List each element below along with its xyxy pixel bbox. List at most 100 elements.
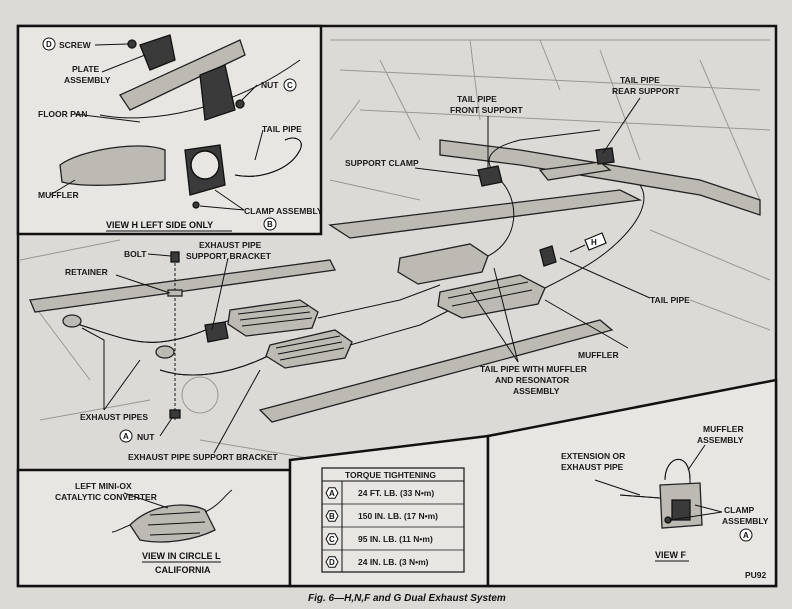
label-support-clamp: SUPPORT CLAMP [345, 158, 419, 168]
screw-code: D [46, 40, 52, 49]
torque-rows: A 24 FT. LB. (33 N•m) B 150 IN. LB. (17 N•m… [325, 487, 438, 568]
view-h-labels: D SCREW PLATE ASSEMBLY NUT C FLOOR PAN T… [38, 37, 323, 232]
view-l-subcaption: CALIFORNIA [155, 565, 211, 575]
label-tail-pipe-rear-support-1: TAIL PIPE [620, 75, 660, 85]
torque-row-code: C [329, 535, 335, 544]
torque-table: TORQUE TIGHTENING [288, 434, 490, 588]
rear-support-bracket [595, 147, 615, 165]
label-view-l-1: LEFT MINI-OX [75, 481, 132, 491]
torque-row-code: D [329, 558, 335, 567]
frame-rail-lower [258, 319, 614, 423]
view-f-clamp [671, 499, 691, 521]
nut-c [235, 99, 245, 109]
label-clamp-assembly-h: CLAMP ASSEMBLY [244, 206, 323, 216]
view-f-labels: EXTENSION OR EXHAUST PIPE MUFFLER ASSEMB… [561, 424, 769, 580]
nut-a [169, 409, 181, 419]
rear-crossmember [439, 139, 761, 216]
label-retainer: RETAINER [65, 267, 108, 277]
view-f-clamp-code: A [743, 531, 749, 540]
torque-row-value: 24 FT. LB. (33 N•m) [358, 488, 434, 498]
front-support-bracket [477, 165, 503, 187]
view-l-inset [16, 468, 292, 588]
torque-row-value: 95 IN. LB. (11 N•m) [358, 534, 433, 544]
screw-code-circle [42, 37, 56, 51]
torque-title: TORQUE TIGHTENING [345, 470, 436, 480]
clamp-nut [192, 201, 200, 209]
exhaust-flange-left [62, 314, 82, 328]
label-extension-1: EXTENSION OR [561, 451, 625, 461]
label-tail-pipe-muffler-2: AND RESONATOR [495, 375, 569, 385]
label-exhaust-pipe-support-bracket-1: EXHAUST PIPE [199, 240, 262, 250]
label-muffler-assembly-2: ASSEMBLY [697, 435, 744, 445]
label-plate-assembly-2: ASSEMBLY [64, 75, 111, 85]
frame-rail-upper [328, 189, 643, 239]
retainer [167, 289, 183, 297]
label-clamp-assembly-f-2: ASSEMBLY [722, 516, 769, 526]
label-tail-pipe-muffler-1: TAIL PIPE WITH MUFFLER [480, 364, 587, 374]
view-h-muffler [59, 145, 166, 186]
nut-a-code-circle [119, 429, 133, 443]
resonator [397, 243, 489, 285]
crossmember [29, 259, 336, 313]
background-ghost-lines [19, 39, 771, 461]
catalytic-converter-upper [227, 299, 319, 337]
bolt [170, 251, 180, 263]
label-exhaust-pipes: EXHAUST PIPES [80, 412, 148, 422]
label-tail-pipe-front-support-2: FRONT SUPPORT [450, 105, 524, 115]
torque-row-code-hex [325, 510, 339, 522]
torque-row-code: B [329, 512, 335, 521]
label-nut-c: NUT [261, 80, 279, 90]
label-tail-pipe-rear-support-2: REAR SUPPORT [612, 86, 680, 96]
label-exhaust-pipe-support-bracket-2: SUPPORT BRACKET [186, 251, 272, 261]
main-drawing: H [29, 97, 761, 454]
plate-assembly-lower [199, 64, 236, 121]
label-muffler: MUFFLER [578, 350, 619, 360]
nut-code: C [287, 81, 293, 90]
view-h-caption: VIEW H LEFT SIDE ONLY [106, 220, 213, 230]
view-f-inset [486, 378, 778, 588]
torque-row-value: 24 IN. LB. (3 N•m) [358, 557, 429, 567]
main-labels: TAIL PIPE FRONT SUPPORT TAIL PIPE REAR S… [65, 75, 690, 462]
tail-pipe-hanger [539, 245, 557, 267]
rear-hanger [538, 161, 612, 181]
label-tail-pipe-muffler-3: ASSEMBLY [513, 386, 560, 396]
torque-row-code-hex [325, 556, 339, 568]
clamp-code-circle [263, 217, 277, 231]
label-muffler-assembly-1: MUFFLER [703, 424, 744, 434]
label-plate-assembly-1: PLATE [72, 64, 100, 74]
plate-assembly [139, 34, 176, 71]
clamp-code: B [267, 220, 273, 229]
figure-code: PU92 [745, 570, 767, 580]
torque-row-code-hex [325, 533, 339, 545]
nut-code-circle [283, 78, 297, 92]
view-h-inset [16, 24, 323, 236]
label-tail-pipe: TAIL PIPE [650, 295, 690, 305]
exhaust-flange-right [155, 345, 175, 359]
label-view-l-2: CATALYTIC CONVERTER [55, 492, 157, 502]
label-tail-pipe-h: TAIL PIPE [262, 124, 302, 134]
figure-caption: Fig. 6—H,N,F and G Dual Exhaust System [308, 593, 506, 604]
label-bolt: BOLT [124, 249, 147, 259]
muffler-main [437, 274, 546, 319]
view-l-caption: VIEW IN CIRCLE L [142, 551, 221, 561]
exhaust-pipe-support-bracket [204, 321, 229, 343]
view-f-clamp-code-circle [739, 528, 753, 542]
screw [127, 39, 137, 49]
view-f-caption: VIEW F [655, 550, 687, 560]
label-extension-2: EXHAUST PIPE [561, 462, 624, 472]
view-h-marker [584, 232, 607, 251]
label-muffler-h: MUFFLER [38, 190, 79, 200]
label-screw: SCREW [59, 40, 92, 50]
torque-row-code: A [329, 489, 335, 498]
label-clamp-assembly-f-1: CLAMP [724, 505, 755, 515]
label-exhaust-pipe-support-bracket-bottom: EXHAUST PIPE SUPPORT BRACKET [128, 452, 279, 462]
label-floor-pan: FLOOR PAN [38, 109, 87, 119]
label-nut: NUT [137, 432, 155, 442]
torque-row-value: 150 IN. LB. (17 N•m) [358, 511, 438, 521]
torque-row-code-hex [325, 487, 339, 499]
label-tail-pipe-front-support-1: TAIL PIPE [457, 94, 497, 104]
view-l-labels: LEFT MINI-OX CATALYTIC CONVERTER VIEW IN… [55, 481, 221, 575]
view-h-marker-text: H [591, 238, 597, 247]
